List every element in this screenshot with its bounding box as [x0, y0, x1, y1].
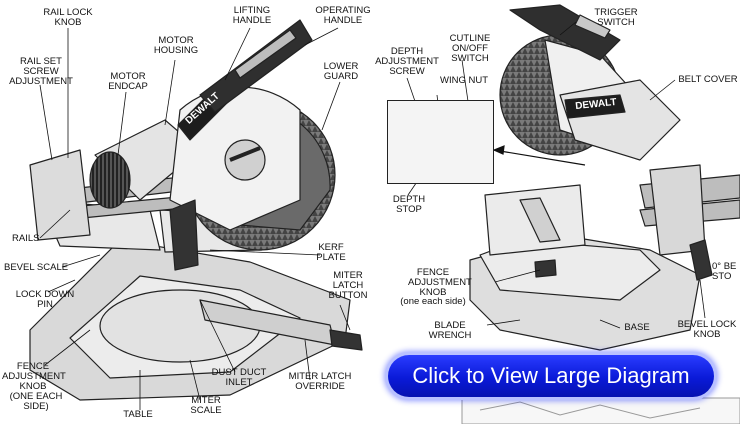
- label-bevel-scale: BEVEL SCALE: [4, 262, 69, 273]
- label-rail-set-screw: RAIL SET SCREW ADJUSTMENT: [9, 56, 73, 87]
- label-lock-down-pin: LOCK DOWN PIN: [15, 289, 75, 310]
- label-lower-guard: LOWER GUARD: [323, 61, 359, 82]
- right-saw-illustration: [469, 4, 740, 351]
- right-saw-handle: [509, 4, 621, 61]
- label-cutline-switch: CUTLINE ON/OFF SWITCH: [449, 33, 491, 64]
- label-fence-adjustment-knob-right: FENCE ADJUSTMENT KNOB: [408, 267, 472, 298]
- label-lifting-handle: LIFTING HANDLE: [232, 5, 272, 26]
- label-depth-stop: DEPTH STOP: [392, 194, 426, 215]
- view-large-diagram-button[interactable]: Click to View Large Diagram: [388, 355, 714, 397]
- label-blade-wrench: BLADE WRENCH: [428, 320, 472, 341]
- left-saw-handle-knob: [329, 329, 363, 351]
- label-one-each-side-right: (one each side): [400, 296, 466, 307]
- label-wing-nut: WING NUT: [439, 75, 489, 86]
- left-saw-motor-endcap: [89, 151, 131, 209]
- label-trigger-switch: TRIGGER SWITCH: [594, 7, 638, 28]
- label-miter-latch-override: MITER LATCH OVERRIDE: [288, 371, 352, 392]
- label-bevel-lock-knob: BEVEL LOCK KNOB: [677, 319, 737, 340]
- label-miter-scale: MITER SCALE: [190, 395, 222, 416]
- label-table: TABLE: [123, 409, 153, 420]
- label-fence-adjustment-knob-left: FENCE ADJUSTMENT KNOB: [2, 361, 66, 392]
- inset-pointer-arrow: [492, 145, 586, 166]
- label-one-each-side-left: (ONE EACH SIDE): [9, 391, 63, 412]
- label-rail-lock-knob: RAIL LOCK KNOB: [43, 7, 93, 28]
- label-rails: RAILS: [12, 233, 40, 244]
- label-zero-degree-stop: 0° BE STO: [712, 261, 737, 282]
- label-miter-latch-button: MITER LATCH BUTTON: [328, 270, 368, 301]
- label-depth-adjustment-screw: DEPTH ADJUSTMENT SCREW: [375, 46, 439, 77]
- label-base: BASE: [624, 322, 650, 333]
- preview-strip: [461, 397, 740, 424]
- label-kerf-plate: KERF PLATE: [316, 242, 346, 263]
- label-operating-handle: OPERATING HANDLE: [315, 5, 371, 26]
- right-saw-brand-plate: [564, 94, 626, 119]
- label-dust-duct-inlet: DUST DUCT INLET: [211, 367, 267, 388]
- left-saw-illustration: [29, 19, 363, 401]
- label-belt-cover: BELT COVER: [678, 74, 738, 85]
- label-motor-endcap: MOTOR ENDCAP: [108, 71, 148, 92]
- label-motor-housing: MOTOR HOUSING: [153, 35, 199, 56]
- left-leader-lines: [39, 27, 351, 410]
- depth-stop-inset: [387, 100, 494, 184]
